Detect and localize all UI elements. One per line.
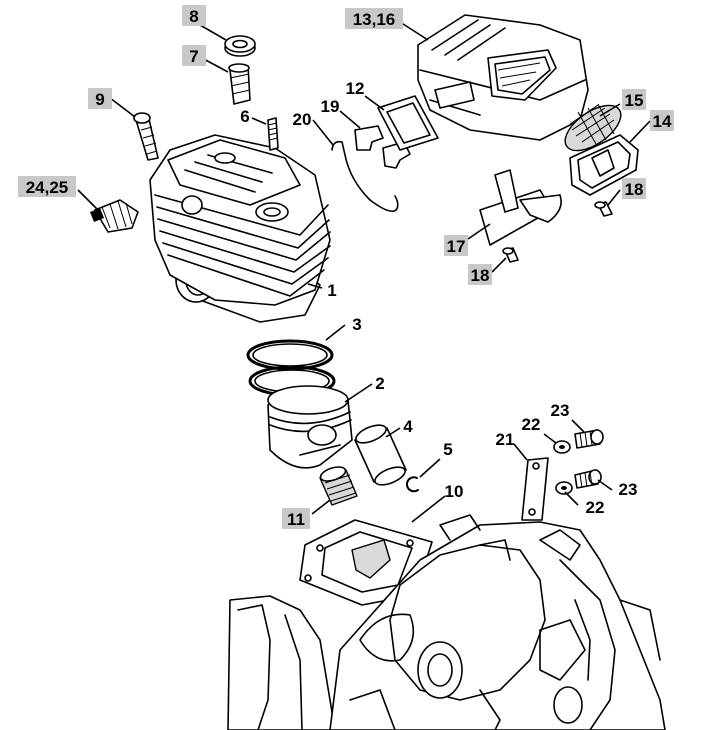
callout-10: 10 <box>445 482 464 501</box>
svg-text:3: 3 <box>352 315 361 334</box>
circlip-part <box>405 476 419 493</box>
decomp-valve-part <box>228 63 251 105</box>
callout-5: 5 <box>443 440 452 459</box>
screw-part <box>133 112 159 161</box>
svg-text:21: 21 <box>496 430 515 449</box>
spark-plug-part <box>90 199 139 233</box>
leader-lines <box>77 21 651 523</box>
strap-part <box>521 457 549 521</box>
svg-text:7: 7 <box>189 47 198 66</box>
svg-text:5: 5 <box>443 440 452 459</box>
piston-part <box>267 385 353 469</box>
svg-text:19: 19 <box>321 97 340 116</box>
deflector-part <box>479 169 562 246</box>
svg-text:10: 10 <box>445 482 464 501</box>
svg-text:13,16: 13,16 <box>353 10 396 29</box>
callout-23-bottom: 23 <box>619 480 638 499</box>
svg-text:1: 1 <box>327 281 336 300</box>
callout-6: 6 <box>240 107 249 126</box>
svg-text:6: 6 <box>240 107 249 126</box>
bolts-part <box>574 429 604 489</box>
screen-part <box>564 103 622 152</box>
callout-11: 11 <box>282 508 310 529</box>
callout-4: 4 <box>403 417 413 436</box>
svg-text:18: 18 <box>471 266 490 285</box>
callout-18-top: 18 <box>622 178 646 199</box>
svg-text:22: 22 <box>586 498 605 517</box>
callout-3: 3 <box>352 315 361 334</box>
callout-1: 1 <box>327 281 336 300</box>
callout-19: 19 <box>321 97 340 116</box>
svg-text:20: 20 <box>293 110 312 129</box>
svg-text:23: 23 <box>551 401 570 420</box>
screws-18-part <box>502 201 613 263</box>
callout-18-bottom: 18 <box>468 264 492 285</box>
valve-cap-part <box>224 35 256 57</box>
callout-2: 2 <box>375 374 384 393</box>
needle-cage-part <box>319 466 358 506</box>
callout-8: 8 <box>182 5 206 26</box>
svg-text:18: 18 <box>625 180 644 199</box>
callout-17: 17 <box>444 235 468 256</box>
callout-14: 14 <box>650 110 674 131</box>
crankcase-part <box>227 514 666 730</box>
muffler-shroud-part <box>417 14 589 141</box>
callout-9: 9 <box>88 88 112 109</box>
svg-text:9: 9 <box>95 90 104 109</box>
svg-text:17: 17 <box>447 237 466 256</box>
callout-13-16: 13,16 <box>345 8 403 29</box>
callout-12: 12 <box>346 79 365 98</box>
svg-text:22: 22 <box>522 415 541 434</box>
callout-7: 7 <box>182 45 206 66</box>
callout-22-top: 22 <box>522 415 541 434</box>
wire-spring-part <box>331 140 399 213</box>
svg-text:2: 2 <box>375 374 384 393</box>
callout-15: 15 <box>622 89 646 110</box>
callout-22-bottom: 22 <box>586 498 605 517</box>
cylinder-part <box>149 134 331 323</box>
stud-part <box>267 117 279 151</box>
gasket-part <box>377 95 439 151</box>
callout-24-25: 24,25 <box>18 176 76 197</box>
svg-text:8: 8 <box>189 7 198 26</box>
svg-text:4: 4 <box>403 417 413 436</box>
cover-plate-part <box>569 134 639 196</box>
callout-21: 21 <box>496 430 515 449</box>
svg-text:14: 14 <box>653 112 672 131</box>
callout-23-top: 23 <box>551 401 570 420</box>
svg-text:11: 11 <box>287 510 305 529</box>
svg-text:15: 15 <box>625 91 644 110</box>
svg-text:24,25: 24,25 <box>26 178 69 197</box>
washers-part <box>553 440 573 495</box>
piston-pin-part <box>354 424 407 486</box>
svg-text:23: 23 <box>619 480 638 499</box>
callout-20: 20 <box>293 110 312 129</box>
svg-text:12: 12 <box>346 79 365 98</box>
